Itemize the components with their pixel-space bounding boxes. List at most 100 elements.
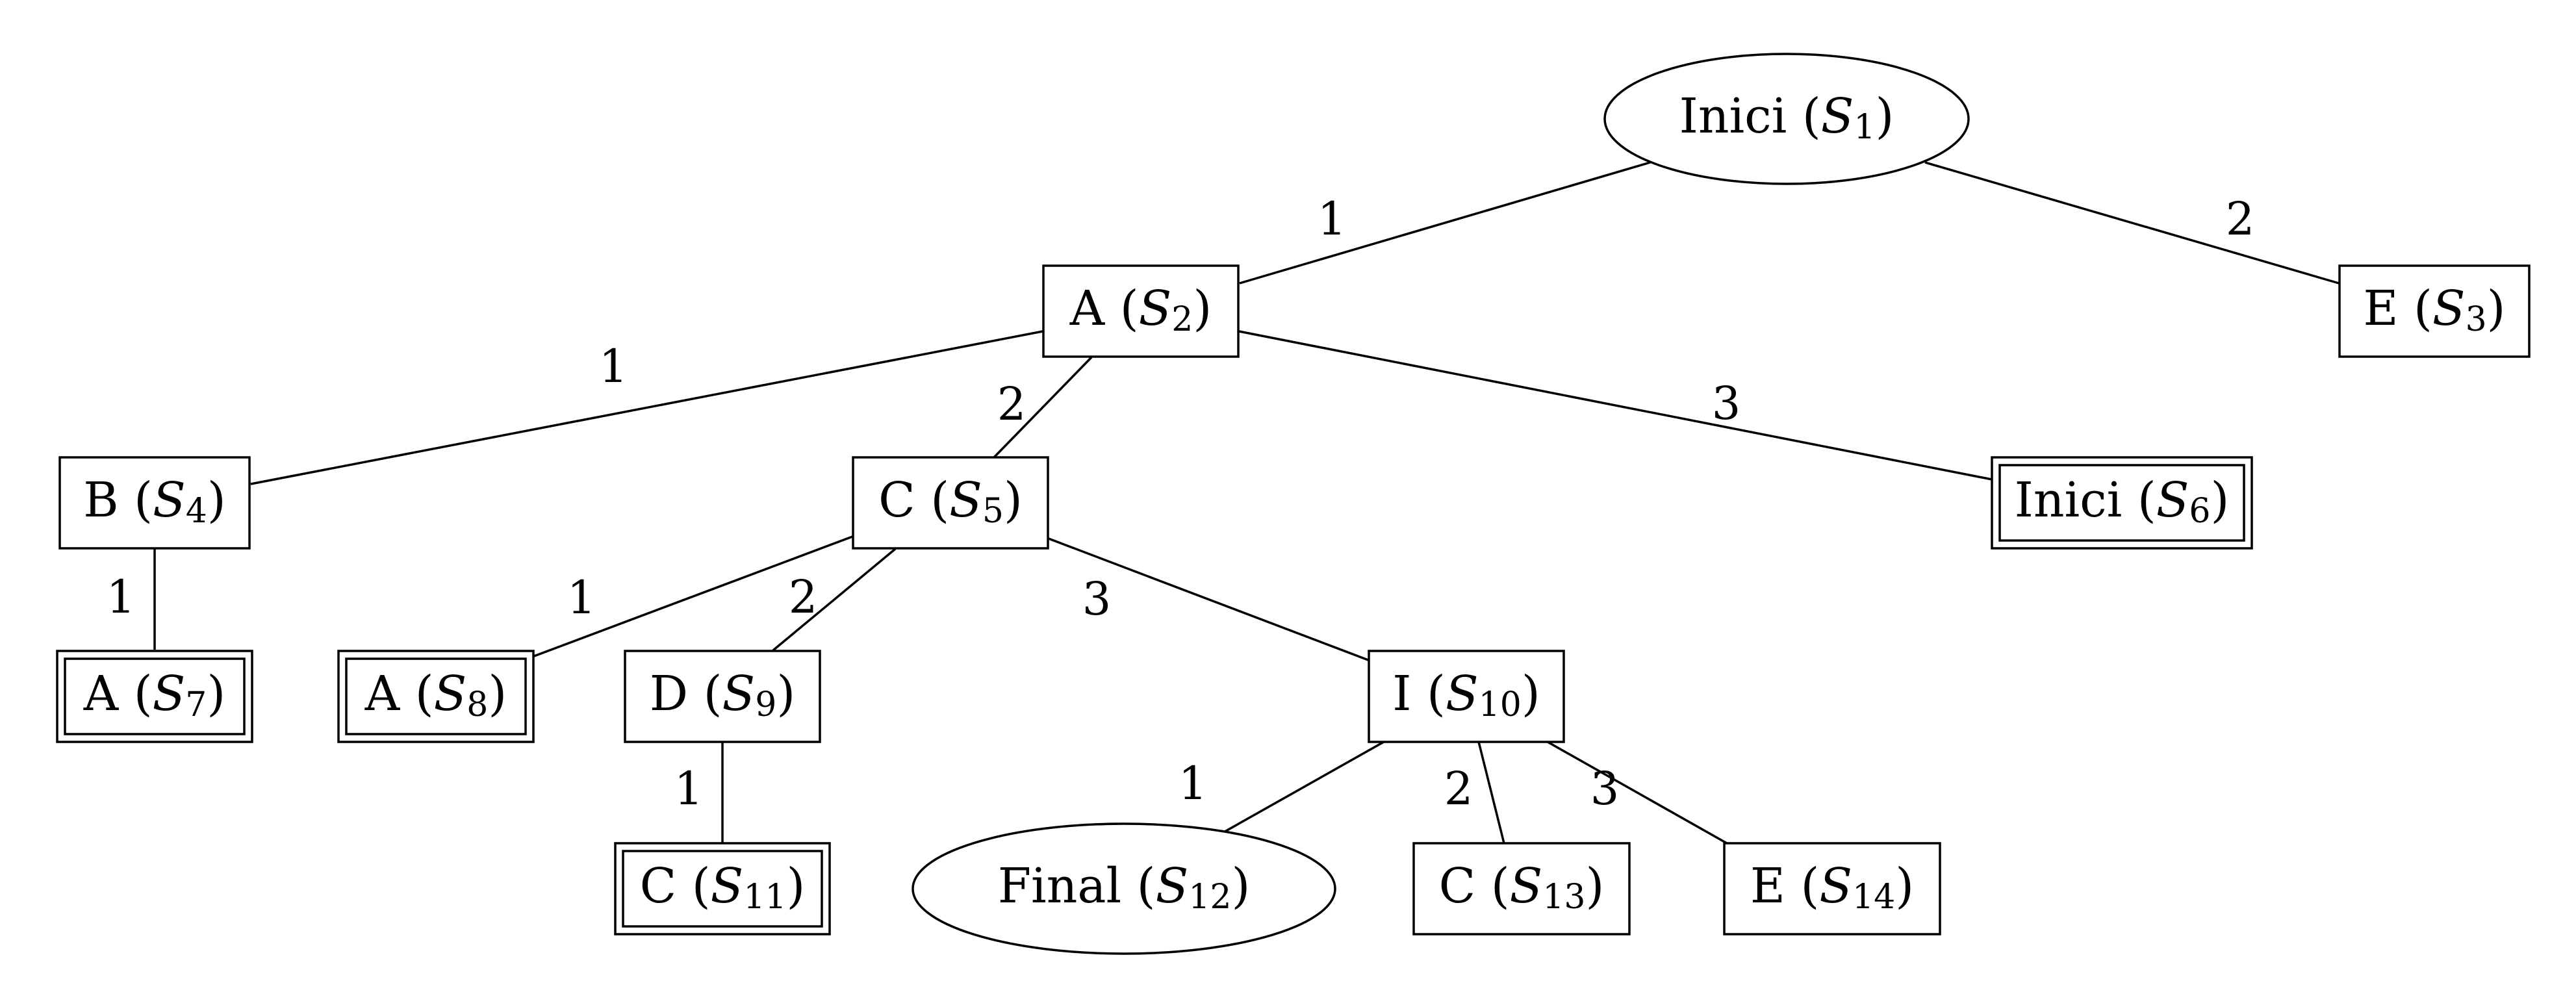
node-paren-close: ) bbox=[1895, 858, 1914, 914]
edge-s2-s4: 1 bbox=[250, 330, 1043, 485]
node-name: E bbox=[1750, 858, 1785, 914]
node-label: C (S13) bbox=[1439, 858, 1605, 916]
node-label: Inici (S6) bbox=[2015, 472, 2230, 530]
node-label: I (S10) bbox=[1392, 666, 1540, 724]
node-paren-open: ( bbox=[118, 666, 152, 722]
edge-line bbox=[1239, 161, 1651, 285]
edge-label: 3 bbox=[1712, 377, 1741, 430]
edge-s10-s14: 3 bbox=[1547, 741, 1728, 845]
node-name: I bbox=[1392, 666, 1411, 722]
edge-line bbox=[993, 356, 1093, 459]
node-paren-open: ( bbox=[1475, 858, 1509, 914]
node-state-letter: S bbox=[2432, 281, 2466, 337]
node-paren-close: ) bbox=[207, 666, 225, 722]
node-paren-open: ( bbox=[2398, 281, 2432, 337]
node-box bbox=[1042, 264, 1240, 358]
edge-line bbox=[1238, 330, 1993, 481]
node-label: D (S9) bbox=[650, 666, 795, 724]
node-label: A (S2) bbox=[1069, 281, 1212, 338]
node-label: C (S11) bbox=[640, 858, 806, 916]
edge-line bbox=[250, 330, 1043, 485]
edge-label: 2 bbox=[789, 570, 818, 624]
node-paren-open: ( bbox=[915, 472, 949, 528]
node-paren-open: ( bbox=[1121, 858, 1155, 914]
node-label: A (S8) bbox=[364, 666, 507, 724]
node-state-subscript: 12 bbox=[1188, 878, 1231, 917]
node-state-letter: S bbox=[153, 472, 186, 528]
node-paren-close: ) bbox=[1231, 858, 1250, 914]
node-box bbox=[1412, 842, 1631, 935]
node-state-letter: S bbox=[2156, 472, 2189, 528]
edge-s5-s10: 3 bbox=[1048, 537, 1369, 661]
node-label: C (S5) bbox=[878, 472, 1023, 530]
node-state-letter: S bbox=[722, 666, 756, 722]
node-name: C bbox=[640, 858, 677, 914]
node-paren-close: ) bbox=[2211, 472, 2230, 528]
node-state-subscript: 5 bbox=[982, 492, 1004, 531]
node-name: D bbox=[650, 666, 688, 722]
node-label: E (S14) bbox=[1750, 858, 1914, 916]
node-s3: E (S3) bbox=[2338, 264, 2531, 358]
node-name: Inici bbox=[1679, 88, 1787, 144]
node-s1: Inici (S1) bbox=[1603, 53, 1970, 185]
node-s9: D (S9) bbox=[624, 650, 821, 743]
node-s12: Final (S12) bbox=[912, 822, 1336, 955]
node-paren-close: ) bbox=[488, 666, 507, 722]
node-state-letter: S bbox=[1510, 858, 1543, 914]
edge-line bbox=[1924, 161, 2340, 285]
node-paren-open: ( bbox=[1787, 88, 1820, 144]
edge-s2-s5: 2 bbox=[993, 356, 1093, 459]
node-label: E (S3) bbox=[2363, 281, 2505, 338]
node-box bbox=[58, 456, 251, 550]
node-paren-close: ) bbox=[2487, 281, 2506, 337]
node-state-subscript: 7 bbox=[185, 685, 207, 724]
node-state-subscript: 6 bbox=[2189, 492, 2210, 531]
node-box bbox=[1723, 842, 1941, 935]
node-s4: B (S4) bbox=[58, 456, 251, 550]
node-s6: Inici (S6) bbox=[1991, 456, 2253, 550]
edge-s9-s11: 1 bbox=[674, 742, 724, 843]
node-state-letter: S bbox=[1156, 858, 1189, 914]
node-state-subscript: 9 bbox=[755, 685, 776, 724]
node-label: A (S7) bbox=[83, 666, 226, 724]
edge-s5-s8: 1 bbox=[533, 535, 853, 657]
node-paren-close: ) bbox=[207, 472, 226, 528]
edge-s4-s7: 1 bbox=[107, 549, 156, 650]
edge-s2-s6: 3 bbox=[1238, 330, 1993, 481]
node-state-subscript: 2 bbox=[1171, 300, 1193, 339]
node-box bbox=[852, 456, 1049, 550]
nodes-layer: Inici (S1)A (S2)E (S3)B (S4)C (S5)Inici … bbox=[56, 53, 2531, 955]
node-paren-close: ) bbox=[1876, 88, 1894, 144]
node-state-letter: S bbox=[1446, 666, 1479, 722]
node-state-subscript: 13 bbox=[1542, 878, 1585, 917]
node-paren-open: ( bbox=[400, 666, 433, 722]
edge-line bbox=[1221, 741, 1384, 835]
node-paren-open: ( bbox=[1104, 281, 1138, 337]
edge-s10-s13: 2 bbox=[1444, 741, 1505, 844]
edge-label: 1 bbox=[1179, 757, 1208, 810]
edge-s1-s3: 2 bbox=[1924, 161, 2340, 285]
node-state-subscript: 8 bbox=[466, 685, 488, 724]
node-paren-close: ) bbox=[787, 858, 806, 914]
node-state-letter: S bbox=[153, 666, 186, 722]
node-state-subscript: 4 bbox=[186, 492, 207, 531]
edge-s10-s12: 1 bbox=[1179, 741, 1384, 835]
edge-label: 1 bbox=[674, 762, 704, 815]
node-box bbox=[1368, 650, 1565, 743]
edge-label: 3 bbox=[1590, 762, 1620, 815]
node-paren-open: ( bbox=[1785, 858, 1819, 914]
node-name: Final bbox=[998, 858, 1121, 914]
node-s14: E (S14) bbox=[1723, 842, 1941, 935]
node-state-letter: S bbox=[949, 472, 982, 528]
edge-label: 2 bbox=[2226, 192, 2255, 246]
node-label: Final (S12) bbox=[998, 858, 1251, 916]
node-name: A bbox=[83, 666, 120, 722]
node-name: A bbox=[1069, 281, 1106, 337]
node-paren-open: ( bbox=[119, 472, 153, 528]
edge-line bbox=[1547, 741, 1728, 845]
node-state-subscript: 1 bbox=[1854, 108, 1875, 147]
edge-label: 1 bbox=[567, 571, 596, 624]
edge-line bbox=[1477, 741, 1505, 844]
edge-label: 1 bbox=[107, 570, 136, 624]
